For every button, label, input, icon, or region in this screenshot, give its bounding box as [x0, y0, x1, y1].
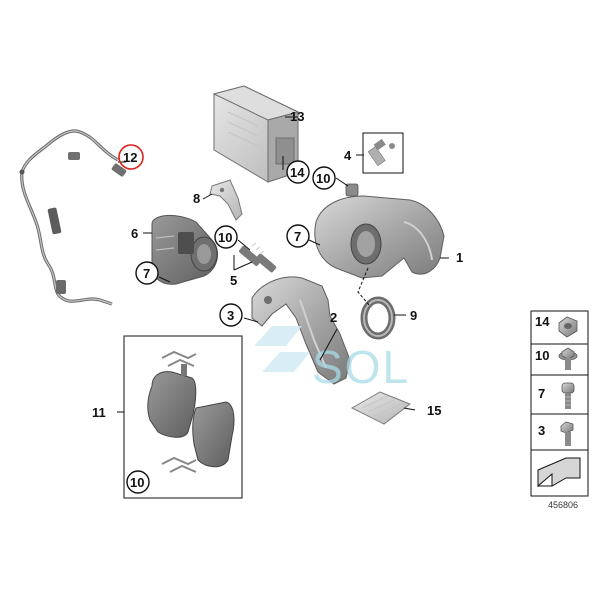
- callout-10a: 10: [218, 230, 232, 245]
- callout-7b-circle: [286, 224, 310, 248]
- legend-item-10: 10: [535, 348, 549, 363]
- callout-14: 14: [290, 165, 305, 180]
- callout-7a: 7: [143, 266, 150, 281]
- callout-11: 11: [92, 405, 106, 420]
- watermark-text: SOL: [312, 341, 410, 393]
- callout-13: 13: [290, 109, 304, 124]
- direction-arrow-icon: [536, 457, 581, 487]
- callout-7b: 7: [294, 229, 301, 244]
- wear-sensor-cable: [19, 129, 127, 306]
- callout-9: 9: [410, 308, 417, 323]
- brake-pad-set-box: [123, 335, 243, 499]
- callout-5: 5: [230, 273, 237, 288]
- callout-3-circle: [219, 303, 243, 327]
- hex-bolt-icon: [560, 421, 574, 446]
- callout-10c: 10: [130, 475, 144, 490]
- nut-icon: [558, 316, 578, 338]
- guide-bolts: [239, 242, 277, 273]
- callout-10b-circle: [312, 166, 336, 190]
- bleed-screw-box: [362, 132, 404, 174]
- callout-2: 2: [330, 310, 337, 325]
- flange-bolt-icon: [558, 347, 578, 370]
- callout-6: 6: [131, 226, 138, 241]
- fastener-legend: 14 10 7 3: [530, 310, 589, 497]
- piston-seal: [360, 296, 396, 340]
- callout-10b: 10: [316, 171, 330, 186]
- callout-10a-circle: [214, 225, 238, 249]
- diagram-number: 456806: [548, 500, 578, 510]
- callout-15: 15: [427, 403, 441, 418]
- callout-3: 3: [227, 308, 234, 323]
- callout-7a-circle: [135, 261, 159, 285]
- legend-item-3: 3: [538, 423, 545, 438]
- caliper-carrier: [251, 276, 351, 385]
- callout-12-highlight-ring: [118, 144, 144, 170]
- grease-packet: [350, 391, 412, 425]
- legend-item-14: 14: [535, 314, 550, 329]
- parking-brake-motor: [151, 215, 219, 285]
- callout-10c-circle: [126, 470, 150, 494]
- watermark: SOL: [254, 326, 410, 393]
- caliper-housing: [314, 183, 445, 279]
- callout-4: 4: [344, 148, 352, 163]
- callout-1: 1: [456, 250, 463, 265]
- control-unit: [212, 85, 300, 183]
- callout-8: 8: [193, 191, 200, 206]
- callout-12: 12: [123, 150, 137, 165]
- hex-socket-bolt-icon: [561, 382, 575, 409]
- callout-14-circle: [286, 160, 310, 184]
- bracket: [209, 179, 243, 221]
- legend-item-7: 7: [538, 386, 545, 401]
